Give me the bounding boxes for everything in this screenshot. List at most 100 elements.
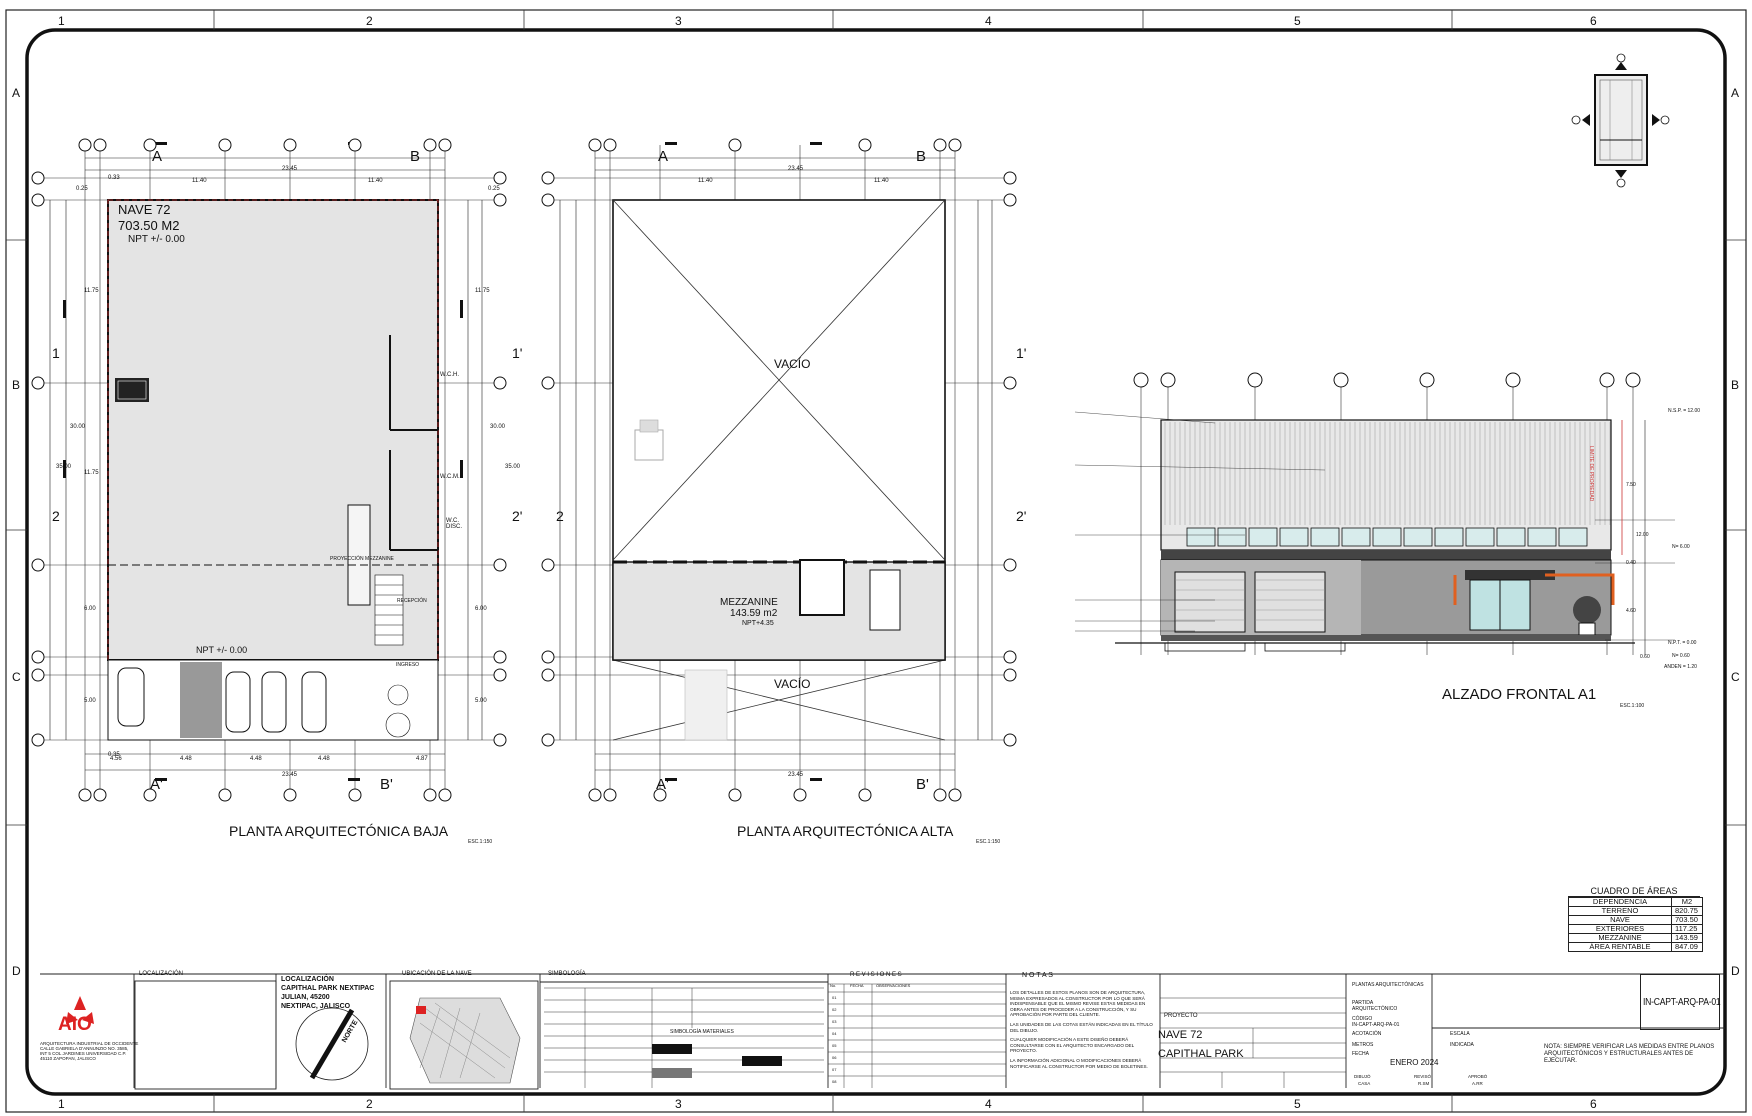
front-elevation-drawing — [1075, 372, 1675, 655]
column-marker: 4 — [985, 1097, 992, 1111]
section-cut: B' — [380, 776, 393, 793]
dimension: 23.45 — [282, 166, 298, 172]
dimension: 23.45 — [788, 166, 804, 172]
column-marker: 1 — [58, 1097, 65, 1111]
row-marker: C — [1731, 670, 1740, 684]
clerestory-window — [1372, 527, 1402, 547]
localizacion-line: CAPITHAL PARK NEXTIPAC — [281, 985, 375, 992]
dimension: 30.00 — [70, 424, 86, 430]
proyecto-name: NAVE 72 — [1158, 1029, 1203, 1041]
row-marker: A — [1731, 86, 1740, 100]
level-tag: NPT +/- 0.00 — [128, 234, 185, 245]
row-marker: C — [12, 670, 21, 684]
codigo-label: CÓDIGO — [1352, 1016, 1373, 1022]
dimension: 5.00 — [475, 698, 487, 704]
level-tag: N.P.T. = 0.00 — [1668, 640, 1697, 646]
aprobo-value: A.RR — [1472, 1081, 1483, 1086]
simbologia-materiales: SIMBOLOGÍA MATERIALES — [670, 1029, 734, 1035]
plan-alta-drawing — [541, 138, 1017, 802]
reviso-value: R.SM — [1418, 1081, 1430, 1086]
revisiones-col: OBSERVACIONES — [876, 983, 911, 988]
partida-value: ARQUITECTÓNICO — [1352, 1006, 1398, 1012]
title-block-frame — [40, 973, 1725, 1090]
codigo-value: IN-CAPT-ARQ-PA-01 — [1352, 1022, 1400, 1028]
dimension: 11.40 — [698, 178, 713, 184]
revisiones-col: No. — [830, 983, 837, 988]
row-marker: B — [1731, 378, 1740, 392]
dimension: 4.48 — [180, 756, 192, 762]
clerestory-window — [1310, 527, 1340, 547]
aprobo-label: APROBÓ — [1468, 1074, 1488, 1079]
drawing-title: PLANTA ARQUITECTÓNICA ALTA — [737, 823, 954, 839]
dimension: 35.00 — [56, 464, 72, 470]
areas-row-name: ÁREA RENTABLE — [1568, 942, 1672, 952]
dimension: 0.60 — [1640, 654, 1650, 660]
level-tag: N= 0.60 — [1672, 653, 1690, 659]
revisiones-row: 06 — [832, 1055, 837, 1060]
drawing-title: PLANTA ARQUITECTÓNICA BAJA — [229, 823, 449, 839]
column-marker: 3 — [675, 1097, 682, 1111]
dimension: 7.50 — [1626, 482, 1636, 488]
plan-baja-drawing — [31, 138, 507, 802]
nota-item: LOS DETALLES DE ESTOS PLANOS SON DE ARQU… — [1010, 990, 1146, 1018]
partida-label: PARTIDA — [1352, 1000, 1374, 1006]
row-marker: A — [12, 86, 21, 100]
dimension: 11.75 — [84, 470, 99, 476]
clerestory-window — [1496, 527, 1526, 547]
dimension: 11.40 — [368, 178, 383, 184]
final-note: NOTA: SIEMPRE VERIFICAR LAS MEDIDAS ENTR… — [1544, 1044, 1715, 1064]
row-marker: D — [1731, 964, 1740, 978]
dimension: 4.48 — [250, 756, 262, 762]
room-label: RECEPCIÓN — [397, 598, 427, 604]
dimension: 11.75 — [475, 288, 490, 294]
axis-label: 1 — [52, 345, 60, 361]
acotacion-value: METROS — [1352, 1042, 1374, 1048]
clerestory-window — [1248, 527, 1278, 547]
level-tag: N= 6.00 — [1672, 544, 1690, 550]
areas-row-value: 847.09 — [1671, 942, 1703, 952]
revisiones-row: 02 — [832, 1007, 837, 1012]
nota-item: CUALQUIER MODIFICACIÓN A ESTE DISEÑO DEB… — [1010, 1037, 1134, 1054]
revisiones-row: 03 — [832, 1019, 837, 1024]
room-label: INGRESO — [396, 662, 420, 668]
dimension: 5.00 — [84, 698, 96, 704]
nota-item: LAS UNIDADES DE LAS COTAS ESTÁN INDICADA… — [1010, 1021, 1153, 1033]
section-cut: A' — [150, 776, 163, 793]
dibujo-label: DIBUJÓ — [1354, 1074, 1371, 1079]
revisiones-row: 04 — [832, 1031, 837, 1036]
level-tag: N.S.P. = 12.00 — [1668, 408, 1701, 414]
localizacion-line: JULIAN, 45200 — [281, 994, 330, 1001]
column-marker: 5 — [1294, 1097, 1301, 1111]
level-tag: ANDEN = 1.20 — [1664, 664, 1697, 670]
projection-label: PROYECCIÓN MEZZANINE — [330, 556, 394, 562]
dimension: 4.48 — [318, 756, 330, 762]
dimension: 11.40 — [874, 178, 889, 184]
revisiones-header: R E V I S I O N E S — [850, 972, 902, 978]
escala-label: ESCALA — [1450, 1031, 1470, 1037]
column-marker: 4 — [985, 14, 992, 28]
level-tag: NPT +/- 0.00 — [196, 645, 248, 655]
clerestory-window — [1186, 527, 1216, 547]
dimension: 6.00 — [84, 606, 96, 612]
clerestory-window — [1558, 527, 1588, 547]
acotacion-label: ACOTACIÓN — [1352, 1031, 1382, 1037]
areas-title: CUADRO DE ÁREAS — [1568, 886, 1700, 897]
column-marker: 3 — [675, 14, 682, 28]
localizacion-title: LOCALIZACIÓN — [281, 976, 334, 983]
dimension: 0.35 — [108, 752, 120, 758]
notas-body: LOS DETALLES DE ESTOS PLANOS SON DE ARQU… — [1010, 990, 1158, 1069]
clerestory-window — [1279, 527, 1309, 547]
clerestory-window — [1403, 527, 1433, 547]
notas-header: N O T A S — [1022, 972, 1053, 979]
void-label: VACÍO — [774, 357, 811, 371]
key-plan — [1571, 53, 1670, 188]
column-marker: 2 — [366, 1097, 373, 1111]
section-cut: A' — [656, 776, 669, 793]
company-subtitle: ARQUITECTURA INDUSTRIAL DE OCCIDENTE — [40, 1041, 139, 1046]
revisiones-row: 01 — [832, 995, 837, 1000]
axis-label: 1' — [512, 345, 523, 361]
ubicacion-header: UBICACIÓN DE LA NAVE — [402, 971, 472, 977]
